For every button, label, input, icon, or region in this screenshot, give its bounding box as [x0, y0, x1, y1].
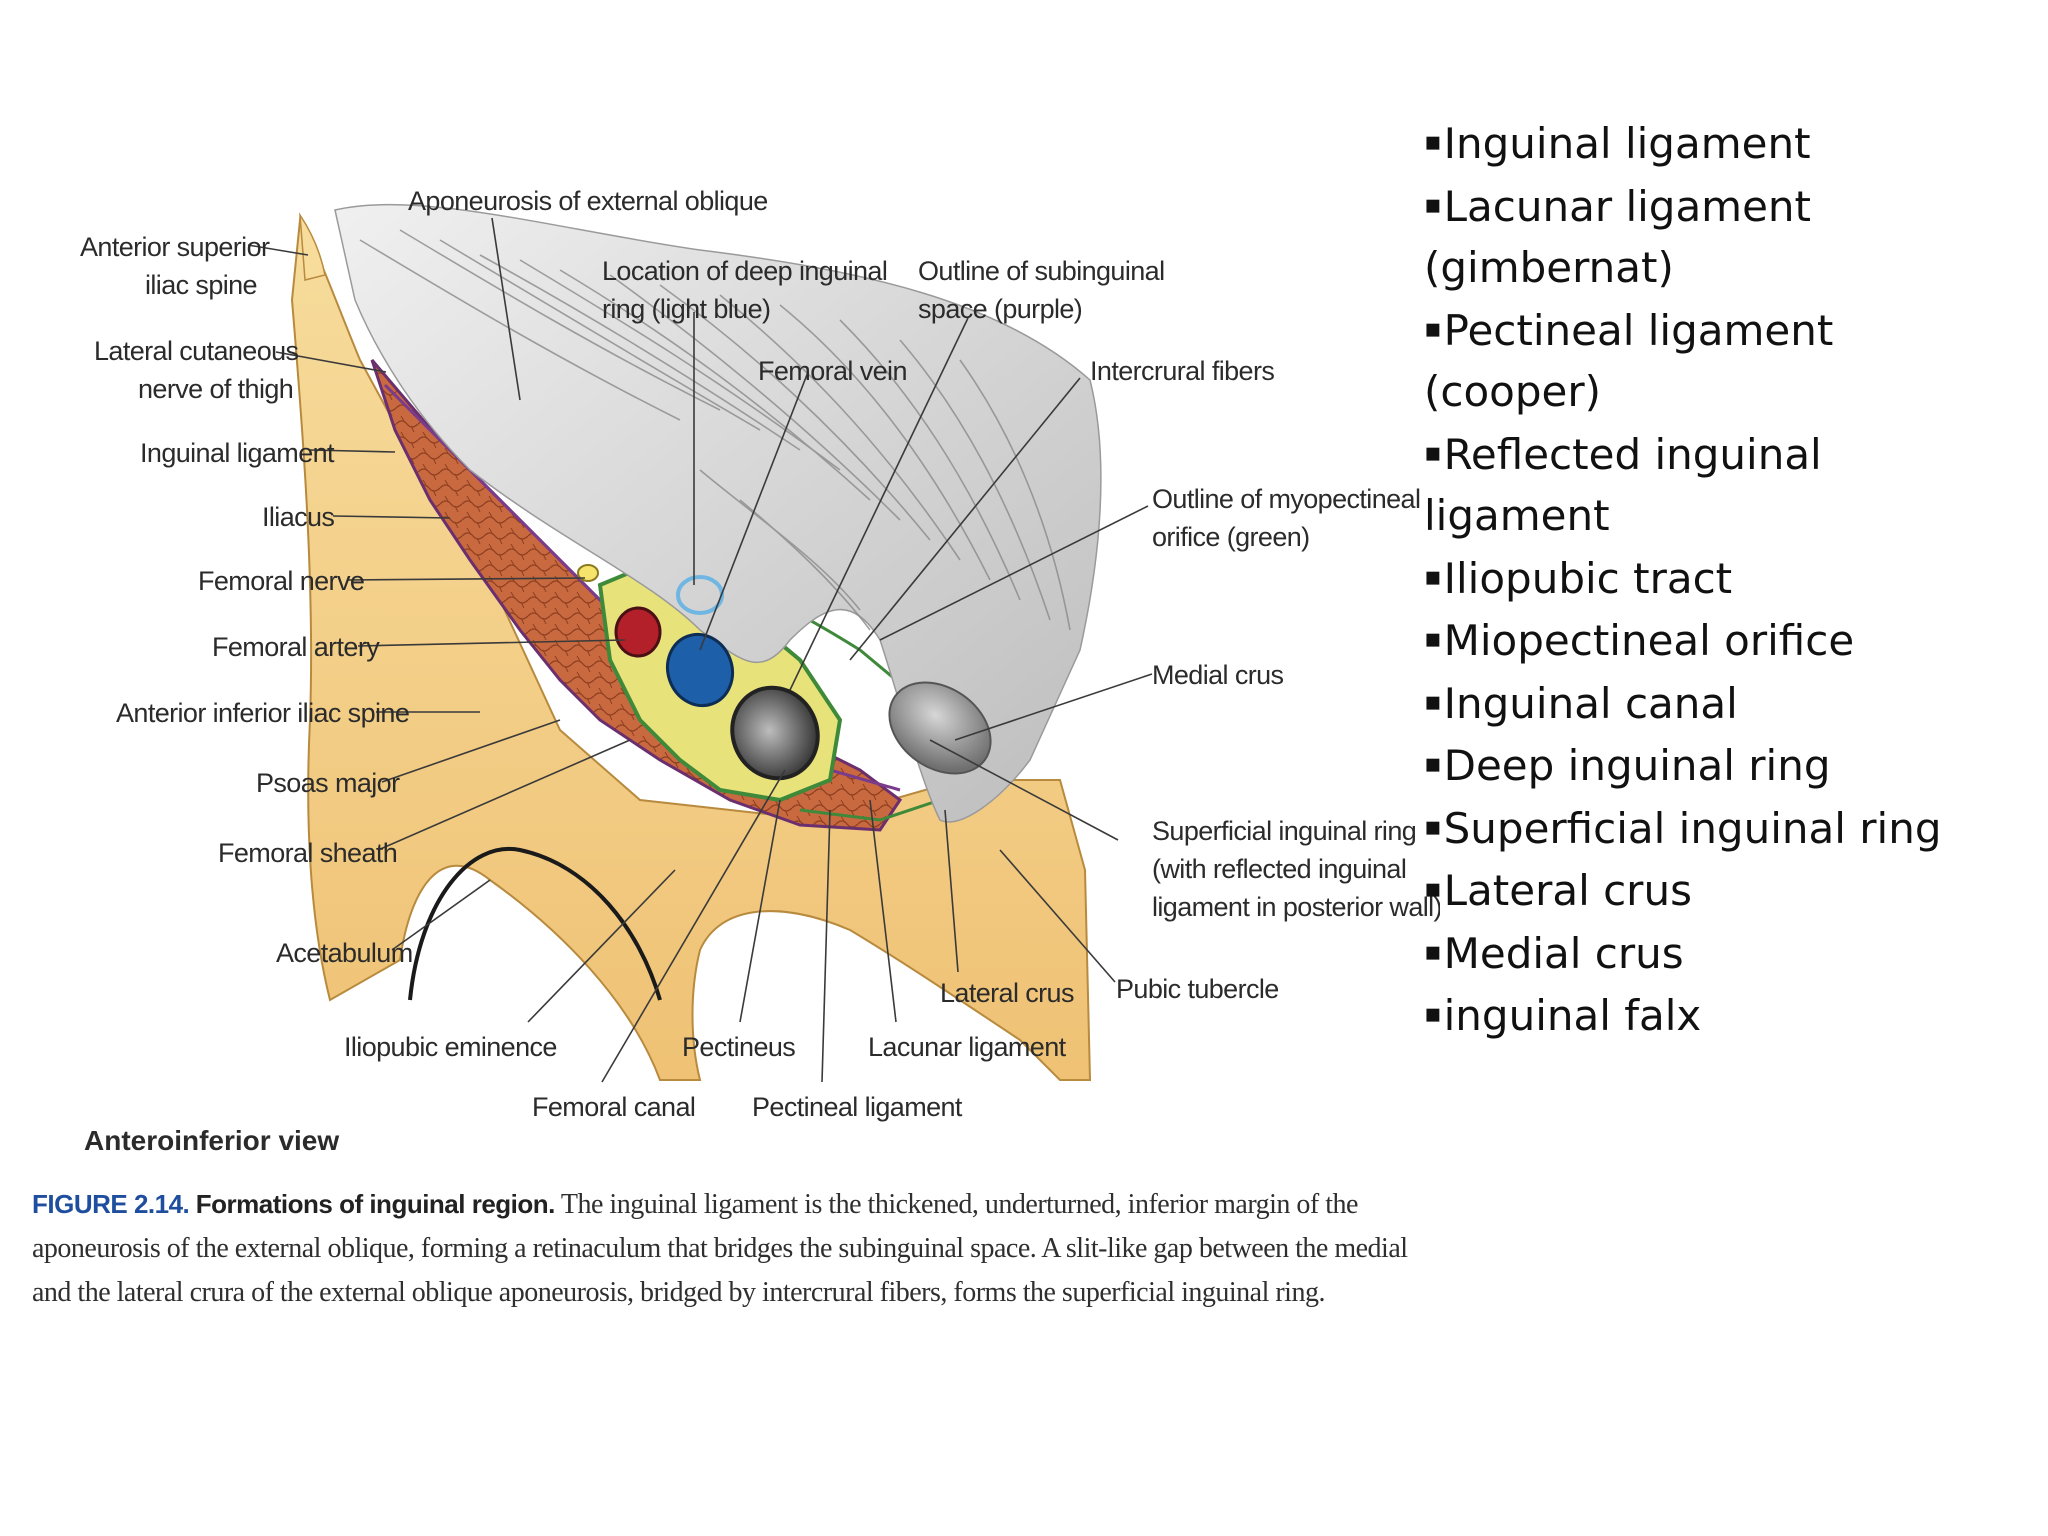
term-list-item: (gimbernat) [1424, 237, 2024, 299]
label-myopectineal-1: Outline of myopectineal [1152, 484, 1420, 514]
caption-text: The inguinal ligament is the thickened, … [32, 1189, 1408, 1308]
bullet-icon: ▪ [1424, 437, 1442, 468]
label-aiis: Anterior inferior iliac spine [116, 698, 409, 728]
term-list-item: ▪inguinal falx [1424, 984, 2024, 1047]
label-psoas: Psoas major [256, 768, 400, 798]
bullet-icon: ▪ [1424, 624, 1442, 654]
label-deep-ring-2: ring (light blue) [602, 294, 770, 324]
label-inguinal-ligament: Inguinal ligament [140, 438, 335, 468]
label-aponeurosis: Aponeurosis of external oblique [408, 186, 768, 216]
caption-number: FIGURE 2.14. [32, 1189, 190, 1219]
femoral-artery-vessel [614, 606, 662, 658]
label-lateral-crus: Lateral crus [940, 978, 1074, 1008]
label-asis-1: Anterior superior [80, 232, 270, 262]
bullet-icon: ▪ [1424, 127, 1442, 157]
label-lat-cut-1: Lateral cutaneous [94, 336, 299, 366]
label-iliacus: Iliacus [262, 502, 334, 532]
term-list-item: ligament [1424, 485, 2024, 547]
label-asis-2: iliac spine [145, 270, 257, 300]
term-list-item: ▪Iliopubic tract [1424, 547, 2024, 610]
label-medial-crus: Medial crus [1152, 660, 1284, 690]
label-sup-ring-2: (with reflected inguinal [1152, 854, 1406, 884]
aponeurosis-sheet [334, 203, 1102, 823]
label-femoral-canal: Femoral canal [532, 1092, 695, 1122]
label-sup-ring-1: Superficial inguinal ring [1152, 816, 1416, 846]
bullet-icon: ▪ [1424, 999, 1442, 1029]
label-pectineus: Pectineus [682, 1032, 795, 1062]
asis-tip [299, 212, 326, 281]
label-femoral-nerve: Femoral nerve [198, 566, 364, 596]
bullet-icon: ▪ [1424, 686, 1442, 717]
bullet-icon: ▪ [1424, 313, 1442, 344]
superficial-inguinal-ring [888, 681, 992, 775]
label-deep-ring-1: Location of deep inguinal [602, 256, 887, 286]
term-list-item: ▪Miopectineal orifice [1424, 609, 2024, 672]
term-list: ▪Inguinal ligament▪Lacunar ligament(gimb… [1424, 112, 2024, 1047]
femoral-nerve-bundle [577, 564, 599, 582]
label-acetabulum: Acetabulum [276, 938, 413, 968]
femoral-vein-vessel [666, 632, 734, 708]
term-text: Inguinal canal [1443, 678, 1738, 728]
label-femoral-vein: Femoral vein [758, 356, 907, 386]
term-text: Miopectineal orifice [1443, 616, 1855, 665]
term-text: Superficial inguinal ring [1443, 803, 1942, 853]
caption-title: Formations of inguinal region. [195, 1189, 556, 1219]
label-sup-ring-3: ligament in posterior wall) [1152, 892, 1440, 922]
aponeurosis-fibers [359, 229, 1071, 631]
bullet-icon: ▪ [1424, 749, 1442, 779]
term-text: inguinal falx [1443, 991, 1702, 1040]
term-list-item: (cooper) [1424, 361, 2024, 423]
term-text: ligament [1424, 491, 1610, 540]
label-femoral-artery: Femoral artery [212, 632, 380, 662]
hip-bone [290, 216, 1092, 1081]
label-iliopubic: Iliopubic eminence [344, 1032, 557, 1062]
term-text: Inguinal ligament [1443, 119, 1811, 168]
label-myopectineal-2: orifice (green) [1152, 522, 1310, 552]
bullet-icon: ▪ [1424, 874, 1442, 904]
anatomy-figure: Aponeurosis of external oblique Anterior… [80, 186, 1440, 1156]
femoral-canal-opening [730, 685, 820, 781]
term-text: Iliopubic tract [1443, 553, 1733, 603]
label-intercrural: Intercrural fibers [1090, 356, 1274, 386]
term-text: Medial crus [1443, 928, 1684, 978]
term-list-item: ▪Inguinal canal [1424, 672, 2024, 735]
figure-caption: FIGURE 2.14. Formations of inguinal regi… [32, 1182, 1452, 1315]
bullet-icon: ▪ [1424, 189, 1442, 220]
label-subinguinal-1: Outline of subinguinal [918, 256, 1164, 286]
term-text: (gimbernat) [1424, 243, 1674, 292]
term-list-item: ▪Medial crus [1424, 922, 2024, 985]
label-pubic-tubercle: Pubic tubercle [1116, 974, 1279, 1004]
figure-labels: Aponeurosis of external oblique Anterior… [80, 186, 1440, 1156]
label-pectineal: Pectineal ligament [752, 1092, 963, 1122]
term-text: Reflected inguinal [1443, 429, 1822, 479]
leader-lines [247, 217, 1153, 1083]
term-text: Deep inguinal ring [1443, 741, 1831, 790]
term-list-item: ▪Lateral crus [1424, 859, 2024, 922]
label-lat-cut-2: nerve of thigh [138, 374, 293, 404]
label-lacunar: Lacunar ligament [868, 1032, 1067, 1062]
term-list-item: ▪Inguinal ligament [1424, 112, 2024, 175]
term-text: Lateral crus [1443, 866, 1692, 915]
term-list-item: ▪Reflected inguinal [1424, 423, 2024, 486]
term-text: Lacunar ligament [1443, 181, 1812, 231]
term-list-item: ▪Superficial inguinal ring [1424, 797, 2024, 860]
bullet-icon: ▪ [1424, 936, 1442, 967]
label-subinguinal-2: space (purple) [918, 294, 1082, 324]
term-list-item: ▪Deep inguinal ring [1424, 734, 2024, 797]
label-femoral-sheath: Femoral sheath [218, 838, 397, 868]
term-text: (cooper) [1424, 367, 1602, 416]
term-list-item: ▪Lacunar ligament [1424, 175, 2024, 238]
bullet-icon: ▪ [1424, 811, 1442, 842]
term-text: Pectineal ligament [1443, 305, 1834, 355]
label-view: Anteroinferior view [84, 1125, 339, 1156]
bullet-icon: ▪ [1424, 561, 1442, 592]
term-list-item: ▪Pectineal ligament [1424, 299, 2024, 362]
acetabulum-rim [408, 846, 662, 1001]
